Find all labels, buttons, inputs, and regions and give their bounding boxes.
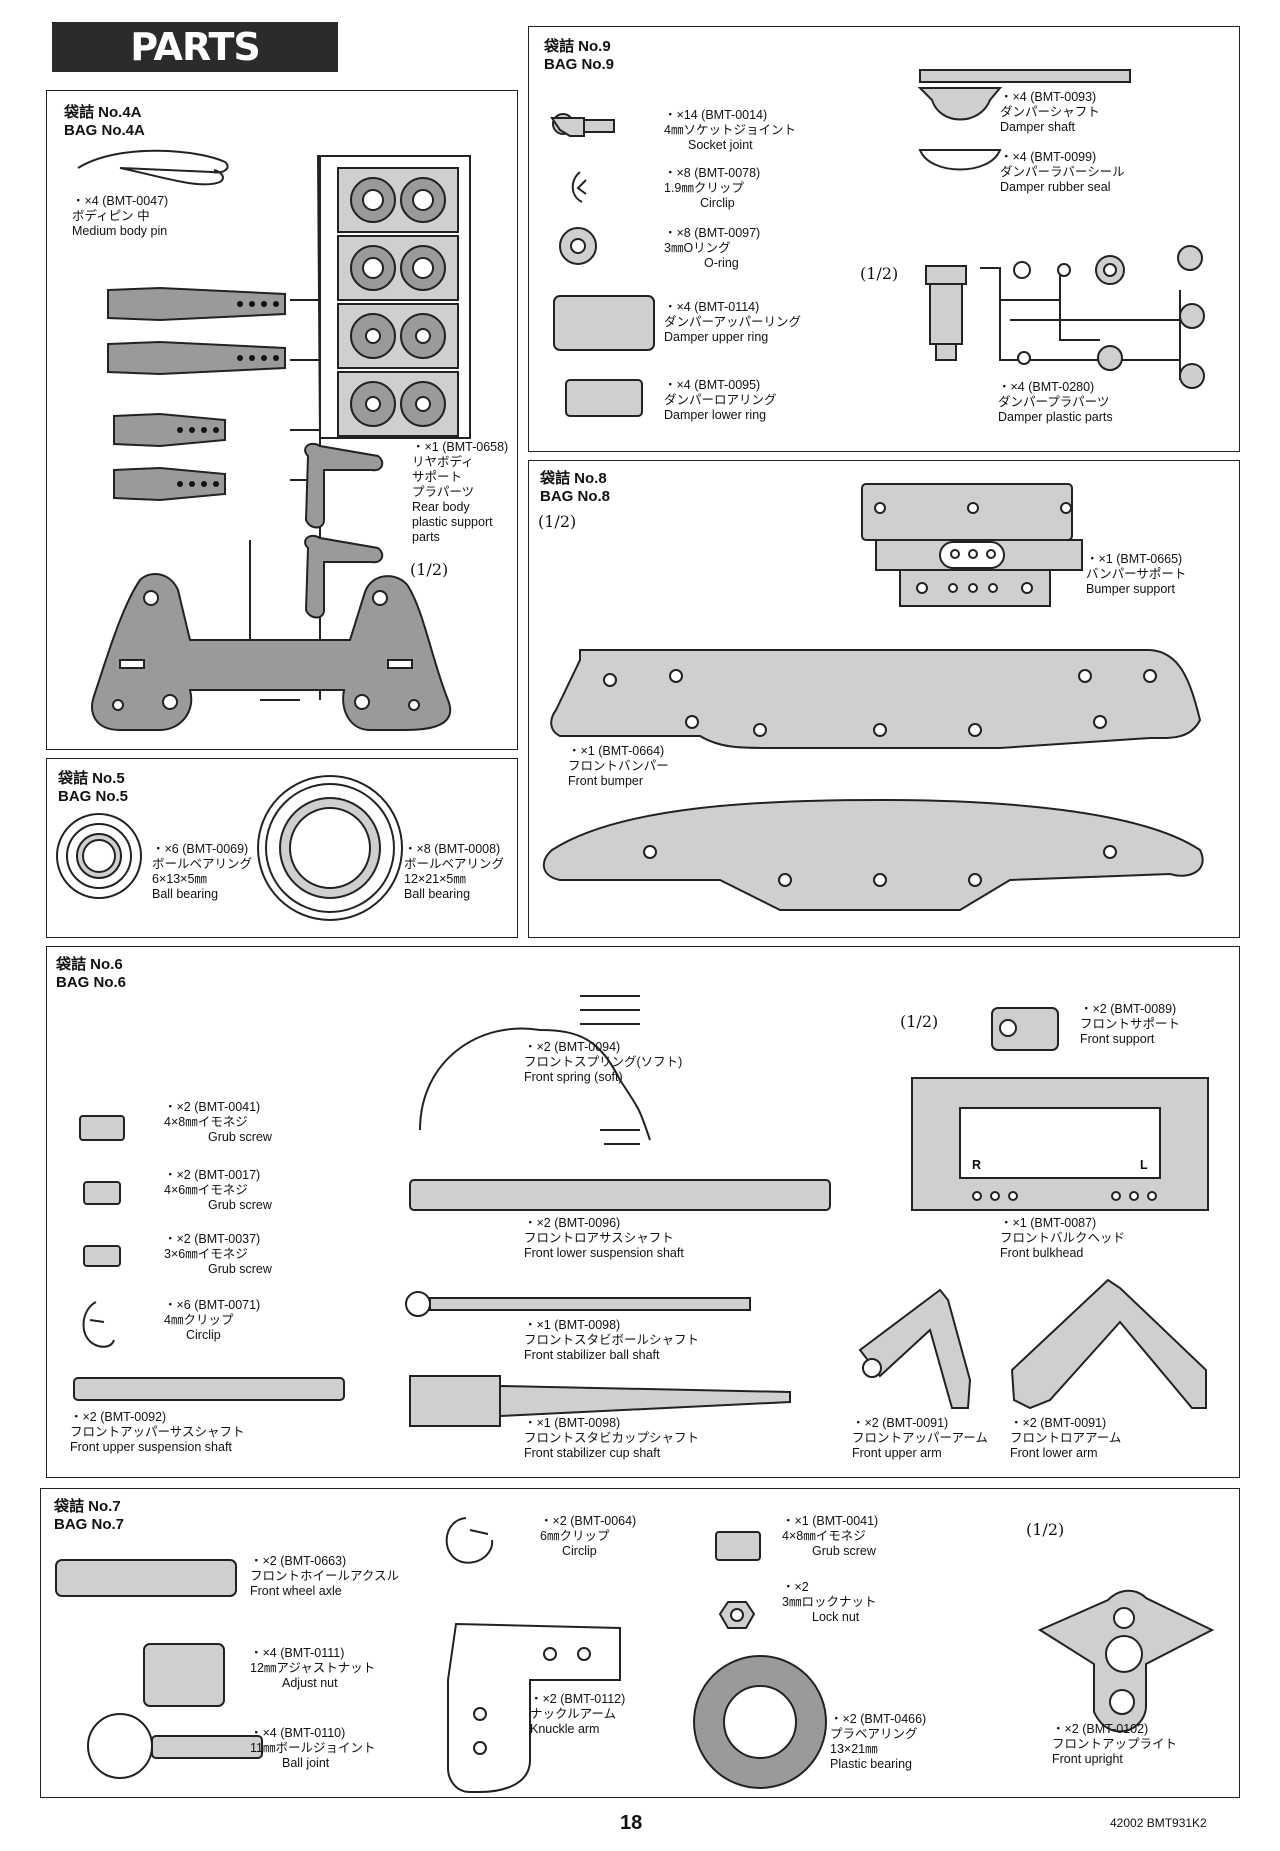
half-marker: (1/2) <box>538 512 577 531</box>
label-bmt-0094: ・×2 (BMT-0094)フロントスプリング(ソフト)Front spring… <box>524 1040 683 1084</box>
bag-7-panel <box>40 1488 1240 1798</box>
half-marker: (1/2) <box>410 560 449 579</box>
bag-6-panel <box>46 946 1240 1478</box>
half-marker: (1/2) <box>1026 1520 1065 1539</box>
half-marker: (1/2) <box>900 1012 939 1031</box>
bag-4a-panel <box>46 90 518 750</box>
bulkhead-l-mark: L <box>1140 1158 1148 1172</box>
bulkhead-r-mark: R <box>972 1158 982 1172</box>
half-marker: (1/2) <box>860 264 899 283</box>
bag-5-panel <box>46 758 518 938</box>
body-mount-icon <box>107 286 286 502</box>
page-number: 18 <box>620 1812 643 1834</box>
document-code: 42002 BMT931K2 <box>1110 1816 1207 1830</box>
bag-8-panel <box>528 460 1240 938</box>
bag-9-panel <box>528 26 1240 452</box>
page-title: PARTS <box>52 22 338 72</box>
